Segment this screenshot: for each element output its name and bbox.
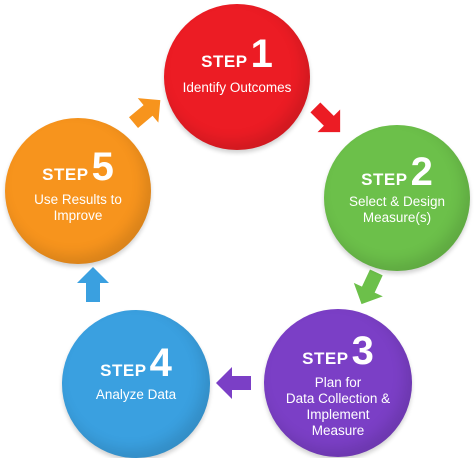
step-4-line-1: Analyze Data <box>95 387 177 402</box>
step-2-line-1: Select & Design <box>348 194 446 209</box>
step-3-heading: STEP3 <box>264 331 412 371</box>
step-5-line-2: Improve <box>53 208 103 223</box>
arrow-step3-to-step4 <box>216 367 251 399</box>
step-5-circle: STEP5 Use Results to Improve <box>5 118 151 264</box>
step-2-description: Select & Design Measure(s) <box>324 194 470 226</box>
step-4-heading: STEP4 <box>62 343 210 383</box>
step-1-heading: STEP1 <box>164 34 310 74</box>
step-2-circle: STEP2 Select & Design Measure(s) <box>324 125 470 271</box>
step-3-description: Plan for Data Collection & Implement Mea… <box>264 375 412 439</box>
step-5-description: Use Results to Improve <box>5 192 151 224</box>
step-4-number: 4 <box>149 341 172 385</box>
step-5-line-1: Use Results to <box>34 192 122 207</box>
step-3-circle: STEP3 Plan for Data Collection & Impleme… <box>264 309 412 457</box>
step-3-line-4: Measure <box>311 423 365 438</box>
step-1-circle: STEP1 Identify Outcomes <box>164 4 310 150</box>
step-2-heading: STEP2 <box>324 152 470 192</box>
step-3-word: STEP <box>302 349 349 368</box>
step-1-word: STEP <box>201 52 248 71</box>
arrow-icon <box>77 267 109 302</box>
step-1-number: 1 <box>250 32 273 76</box>
step-5-heading: STEP5 <box>5 147 151 187</box>
step-5-word: STEP <box>42 165 89 184</box>
step-2-word: STEP <box>361 170 408 189</box>
arrow-icon <box>129 98 161 129</box>
arrow-icon <box>310 102 341 133</box>
arrow-step4-to-step5 <box>77 267 109 302</box>
step-2-line-2: Measure(s) <box>362 210 432 225</box>
step-2-number: 2 <box>410 150 433 194</box>
arrow-step2-to-step3 <box>353 269 383 305</box>
step-3-line-3: Implement <box>306 407 370 422</box>
arrow-step1-to-step2 <box>310 102 341 133</box>
arrow-icon <box>216 367 251 399</box>
step-3-number: 3 <box>351 329 374 373</box>
step-1-description: Identify Outcomes <box>164 80 310 96</box>
step-4-word: STEP <box>100 361 147 380</box>
step-3-line-2: Data Collection & <box>285 391 391 406</box>
step-4-circle: STEP4 Analyze Data <box>62 310 210 458</box>
arrow-icon <box>353 269 383 305</box>
step-5-number: 5 <box>91 145 114 189</box>
step-1-line-1: Identify Outcomes <box>182 80 292 95</box>
step-4-description: Analyze Data <box>62 387 210 403</box>
step-3-line-1: Plan for <box>314 375 362 390</box>
arrow-step5-to-step1 <box>129 98 161 129</box>
